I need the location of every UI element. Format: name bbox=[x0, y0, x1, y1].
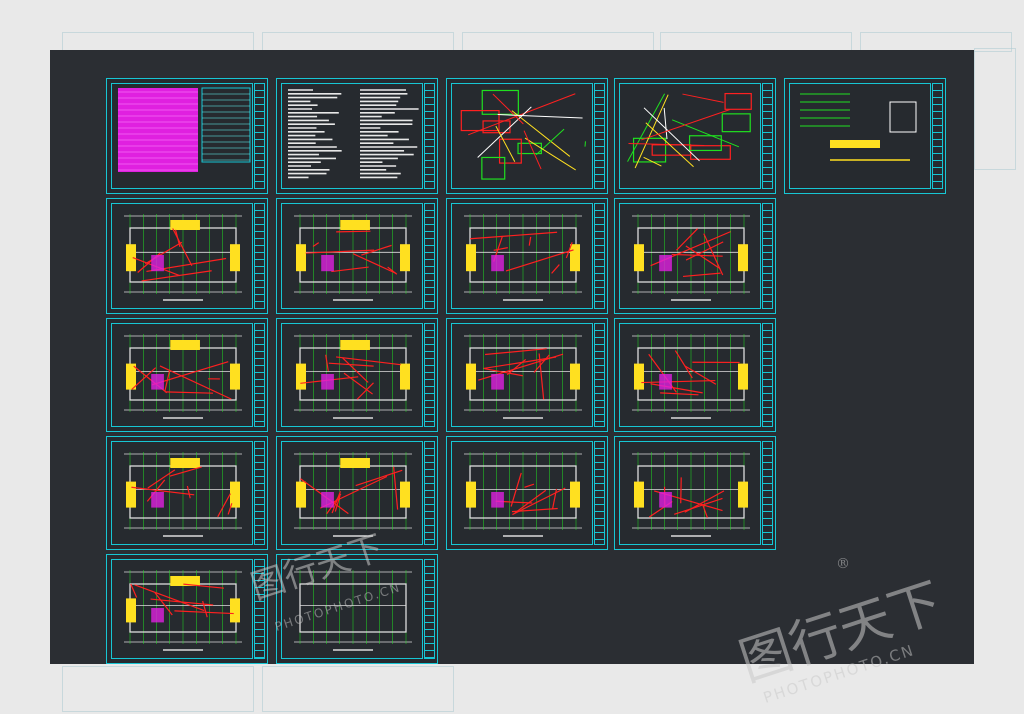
drawing-sheet-p9[interactable] bbox=[106, 436, 268, 550]
background-ghost-sheet bbox=[974, 48, 1016, 170]
sheet-title-block bbox=[254, 323, 265, 427]
sheet-drawing bbox=[460, 89, 586, 180]
drawing-sheet-p3[interactable] bbox=[446, 198, 608, 314]
sheet-drawing bbox=[464, 214, 582, 301]
sheet-title-block bbox=[762, 203, 773, 309]
sheet-drawing bbox=[124, 452, 242, 537]
sheet-drawing bbox=[632, 214, 750, 301]
sheet-drawing bbox=[294, 334, 412, 419]
drawing-sheet-p11[interactable] bbox=[446, 436, 608, 550]
sheet-border bbox=[451, 203, 593, 309]
drawing-sheet-p13[interactable] bbox=[106, 554, 268, 664]
sheet-border bbox=[619, 441, 761, 545]
sheet-drawing bbox=[294, 214, 412, 301]
sheet-title-block bbox=[762, 323, 773, 427]
sheet-border bbox=[619, 203, 761, 309]
sheet-drawing bbox=[464, 334, 582, 419]
sheet-border bbox=[281, 323, 423, 427]
sheet-border bbox=[111, 559, 253, 659]
sheet-border bbox=[451, 323, 593, 427]
sheet-drawing bbox=[294, 452, 412, 537]
background-ghost-sheet bbox=[262, 32, 454, 52]
sheet-border bbox=[281, 83, 423, 189]
sheet-border bbox=[619, 83, 761, 189]
sheet-border bbox=[451, 441, 593, 545]
drawing-sheet-p5[interactable] bbox=[106, 318, 268, 432]
drawing-sheet-p14[interactable] bbox=[276, 554, 438, 664]
background-ghost-sheet bbox=[62, 666, 254, 712]
sheet-title-block bbox=[254, 203, 265, 309]
sheet-drawing bbox=[124, 334, 242, 419]
drawing-sheet-s5[interactable] bbox=[784, 78, 946, 194]
sheet-border bbox=[111, 83, 253, 189]
drawing-sheet-p12[interactable] bbox=[614, 436, 776, 550]
sheet-title-block bbox=[594, 203, 605, 309]
sheet-drawing bbox=[294, 570, 412, 651]
sheet-title-block bbox=[424, 203, 435, 309]
sheet-drawing bbox=[288, 89, 419, 179]
sheet-drawing bbox=[464, 452, 582, 537]
drawing-sheet-s2[interactable] bbox=[276, 78, 438, 194]
sheet-border bbox=[111, 441, 253, 545]
background-ghost-sheet bbox=[62, 32, 254, 52]
sheet-title-block bbox=[594, 441, 605, 545]
sheet-drawing bbox=[124, 570, 242, 651]
sheet-title-block bbox=[424, 559, 435, 659]
drawing-sheet-p2[interactable] bbox=[276, 198, 438, 314]
sheet-title-block bbox=[762, 83, 773, 189]
drawing-sheet-s3[interactable] bbox=[446, 78, 608, 194]
drawing-sheet-s1[interactable] bbox=[106, 78, 268, 194]
drawing-sheet-p8[interactable] bbox=[614, 318, 776, 432]
sheet-title-block bbox=[254, 441, 265, 545]
drawing-sheet-p1[interactable] bbox=[106, 198, 268, 314]
sheet-title-block bbox=[424, 83, 435, 189]
sheet-title-block bbox=[424, 441, 435, 545]
sheet-drawing bbox=[627, 92, 752, 169]
drawing-sheet-s4[interactable] bbox=[614, 78, 776, 194]
sheet-title-block bbox=[594, 323, 605, 427]
sheet-drawing bbox=[632, 334, 750, 419]
sheet-drawing bbox=[632, 452, 750, 537]
sheet-title-block bbox=[254, 559, 265, 659]
drawing-sheet-p4[interactable] bbox=[614, 198, 776, 314]
sheet-border bbox=[619, 323, 761, 427]
sheet-title-block bbox=[254, 83, 265, 189]
sheet-drawing bbox=[124, 214, 242, 301]
background-ghost-sheet bbox=[660, 32, 852, 52]
sheet-border bbox=[789, 83, 931, 189]
drawing-sheet-p10[interactable] bbox=[276, 436, 438, 550]
sheet-drawing bbox=[800, 93, 917, 161]
sheet-title-block bbox=[594, 83, 605, 189]
sheet-drawing bbox=[118, 87, 251, 172]
sheet-border bbox=[281, 203, 423, 309]
sheet-title-block bbox=[424, 323, 435, 427]
background-ghost-sheet bbox=[462, 32, 654, 52]
sheet-title-block bbox=[932, 83, 943, 189]
drawing-sheet-p7[interactable] bbox=[446, 318, 608, 432]
drawing-sheet-p6[interactable] bbox=[276, 318, 438, 432]
sheet-border bbox=[111, 203, 253, 309]
sheet-title-block bbox=[762, 441, 773, 545]
sheet-border bbox=[281, 559, 423, 659]
cad-canvas[interactable] bbox=[50, 50, 974, 664]
background-ghost-sheet bbox=[262, 666, 454, 712]
sheet-border bbox=[111, 323, 253, 427]
sheet-border bbox=[281, 441, 423, 545]
sheet-border bbox=[451, 83, 593, 189]
